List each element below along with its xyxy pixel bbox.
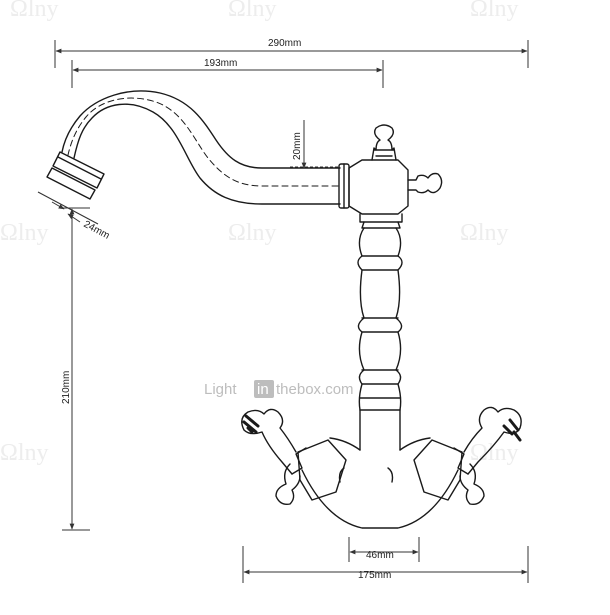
dim-spout-reach: 193mm (204, 58, 237, 69)
lower-body (359, 409, 401, 451)
dimension-labels: 290mm 193mm 20mm 24mm 210mm 46mm 175mm (61, 38, 394, 581)
svg-text:Ωlny: Ωlny (228, 220, 277, 246)
right-handle (463, 406, 522, 475)
dimension-lines (37, 40, 529, 583)
right-handle-grip (502, 418, 522, 442)
spout-outlet (46, 151, 105, 200)
dim-base-diameter: 46mm (366, 550, 394, 561)
background-watermarks: Ωlny Ωlny Ωlny Ωlny Ωlny Ωlny Ωlny Ωlny (0, 0, 519, 466)
watermark-boxed-text: in (257, 381, 269, 398)
svg-text:Ωlny: Ωlny (10, 0, 59, 22)
svg-text:Ωlny: Ωlny (0, 440, 49, 466)
column (357, 227, 365, 411)
spout-inner (61, 90, 341, 169)
spout-outer (73, 103, 341, 205)
svg-text:Ωlny: Ωlny (228, 0, 277, 22)
watermark-prefix: Light (204, 381, 237, 398)
dim-outlet-diameter: 24mm (82, 219, 112, 242)
top-body (348, 159, 409, 215)
watermark-box (254, 380, 274, 398)
faucet-outline (46, 90, 522, 529)
spout-centerline (67, 97, 339, 187)
watermark-suffix: thebox.com (276, 381, 354, 398)
svg-text:Ωlny: Ωlny (460, 220, 509, 246)
top-knob (371, 124, 397, 161)
dim-handle-span: 175mm (358, 570, 391, 581)
svg-text:Ωlny: Ωlny (470, 0, 519, 22)
side-knob (407, 172, 443, 194)
left-handle-grip (242, 414, 260, 434)
dim-total-height: 210mm (61, 371, 72, 404)
base (301, 469, 459, 529)
svg-text:Ωlny: Ωlny (0, 220, 49, 246)
dim-total-width: 290mm (268, 38, 301, 49)
left-handle (241, 408, 297, 475)
lightinthebox-watermark: Light in thebox.com (204, 380, 354, 398)
dim-spout-height: 20mm (292, 132, 303, 160)
